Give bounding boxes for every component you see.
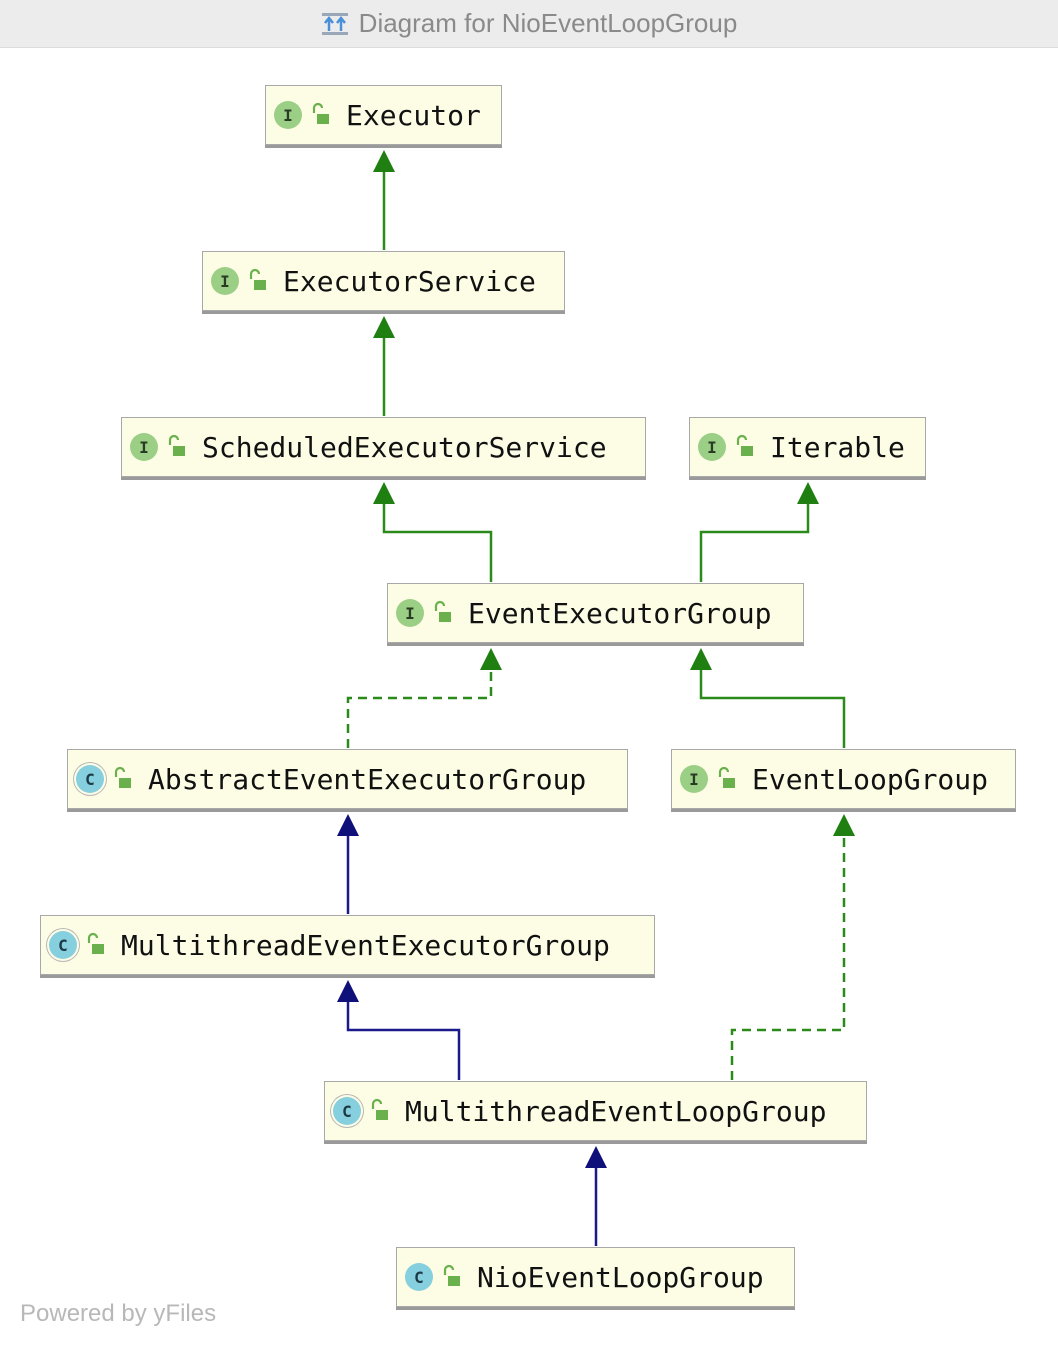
powered-by-label: Powered by yFiles <box>20 1300 217 1327</box>
unlocked-icon <box>443 1264 460 1286</box>
node-label: Executor <box>346 98 481 132</box>
diagram-icon <box>321 11 349 37</box>
class-icon: C <box>405 1263 433 1291</box>
window-title-bar: Diagram for NioEventLoopGroup <box>0 0 1058 48</box>
arrow-head <box>585 1146 607 1168</box>
unlocked-icon <box>87 932 104 954</box>
node-label: ScheduledExecutorService <box>202 430 607 464</box>
unlocked-icon <box>718 766 735 788</box>
abstract-class-icon: C <box>333 1097 361 1125</box>
unlocked-icon <box>249 268 266 290</box>
interface-icon: I <box>698 433 726 461</box>
edge-multithreadloop-to-eventloopgroup <box>730 834 846 1080</box>
node-label: NioEventLoopGroup <box>477 1260 764 1294</box>
node-scheduled-executor-service[interactable]: I ScheduledExecutorService <box>121 417 646 477</box>
node-label: MultithreadEventExecutorGroup <box>121 928 610 962</box>
unlocked-icon <box>168 434 185 456</box>
interface-icon: I <box>274 101 302 129</box>
abstract-class-icon: C <box>49 931 77 959</box>
node-label: ExecutorService <box>283 264 536 298</box>
unlocked-icon <box>114 766 131 788</box>
node-event-loop-group[interactable]: I EventLoopGroup <box>671 749 1016 809</box>
interface-icon: I <box>680 765 708 793</box>
node-label: MultithreadEventLoopGroup <box>405 1094 827 1128</box>
arrow-head <box>337 980 359 1002</box>
node-event-executor-group[interactable]: I EventExecutorGroup <box>387 583 804 643</box>
arrow-head <box>480 648 502 670</box>
window-title: Diagram for NioEventLoopGroup <box>358 8 738 38</box>
interface-icon: I <box>130 433 158 461</box>
unlocked-icon <box>736 434 753 456</box>
arrow-head <box>833 814 855 836</box>
arrow-head <box>797 482 819 504</box>
node-label: AbstractEventExecutorGroup <box>148 762 587 796</box>
edge-abstract-to-eventexecutorgroup <box>346 668 493 748</box>
node-iterable[interactable]: I Iterable <box>689 417 926 477</box>
node-multithread-event-executor-group[interactable]: C MultithreadEventExecutorGroup <box>40 915 655 975</box>
node-nio-event-loop-group[interactable]: C NioEventLoopGroup <box>396 1247 795 1307</box>
node-abstract-event-executor-group[interactable]: C AbstractEventExecutorGroup <box>67 749 628 809</box>
edge-multithreadloop-to-multithreadexecutor <box>346 1000 461 1080</box>
unlocked-icon <box>371 1098 388 1120</box>
interface-icon: I <box>396 599 424 627</box>
node-label: Iterable <box>770 430 905 464</box>
edge-eventexecutorgroup-to-scheduled <box>382 502 493 582</box>
unlocked-icon <box>434 600 451 622</box>
edge-eventloopgroup-to-eventexecutorgroup <box>699 668 846 748</box>
arrow-head <box>373 150 395 172</box>
arrow-head <box>337 814 359 836</box>
interface-icon: I <box>211 267 239 295</box>
node-executor-service[interactable]: I ExecutorService <box>202 251 565 311</box>
edge-eventexecutorgroup-to-iterable <box>699 502 810 582</box>
node-label: EventLoopGroup <box>752 762 989 796</box>
arrow-head <box>373 482 395 504</box>
node-executor[interactable]: I Executor <box>265 85 502 145</box>
unlocked-icon <box>312 102 329 124</box>
arrow-head <box>373 316 395 338</box>
abstract-class-icon: C <box>76 765 104 793</box>
node-multithread-event-loop-group[interactable]: C MultithreadEventLoopGroup <box>324 1081 867 1141</box>
arrow-head <box>690 648 712 670</box>
node-label: EventExecutorGroup <box>468 596 772 630</box>
